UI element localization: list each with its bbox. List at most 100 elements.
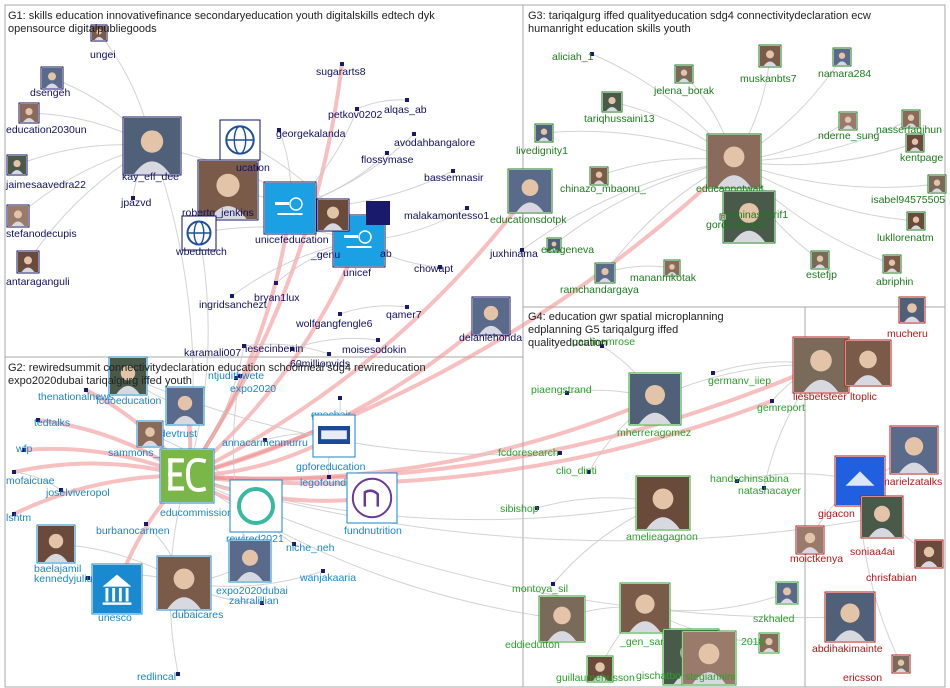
node-gpforeducation[interactable]: gpforeducation xyxy=(296,414,366,473)
node-aminasherif1[interactable]: aminasherif1 xyxy=(722,190,788,244)
node-education2030un[interactable]: education2030un xyxy=(6,102,87,136)
node-wanjakaaria[interactable]: wanjakaaria xyxy=(299,569,356,584)
node-jaimesaavedra22[interactable]: jaimesaavedra22 xyxy=(5,154,86,191)
node-sammons_[interactable]: sammons_ xyxy=(108,420,164,459)
node-thenationalnews[interactable]: thenationalnews xyxy=(38,388,114,403)
node-joselviveropol[interactable]: joselviveropol xyxy=(45,487,110,499)
node-fundnutrition[interactable]: fundnutrition xyxy=(344,472,402,537)
node-chinazo_mbaonu_[interactable]: chinazo_mbaonu_ xyxy=(560,166,646,195)
node-sugararts8[interactable]: sugararts8 xyxy=(316,62,366,78)
node-montoya_sil[interactable]: montoya_sil xyxy=(512,582,568,595)
node-sibishop[interactable]: sibishop xyxy=(500,503,539,515)
node-lukllorenatm[interactable]: lukllorenatm xyxy=(877,211,934,244)
node-tariqhussaini13[interactable]: tariqhussaini13 xyxy=(584,91,655,125)
node-georgekalanda[interactable]: georgekalanda xyxy=(276,128,346,140)
node-nasserfaqihun[interactable]: nasserfaqihun xyxy=(876,109,942,136)
node-ramchandargaya[interactable]: ramchandargaya xyxy=(560,262,639,296)
node-burbanocarmen[interactable]: burbanocarmen xyxy=(96,522,170,537)
node-alqas_ab[interactable]: alqas_ab xyxy=(384,98,427,116)
node-60millionvids[interactable]: 60millionvids xyxy=(290,352,350,370)
node-karamali007[interactable]: karamali007 xyxy=(184,344,246,359)
node-annacarmenmurru[interactable]: annacarmenmurru xyxy=(222,437,308,449)
node-legofound[interactable]: legofound xyxy=(300,475,346,489)
node-handschinsabina[interactable]: handschinsabina xyxy=(710,473,789,485)
node-nderne_sung[interactable]: nderne_sung xyxy=(818,111,879,142)
node-rewired2021[interactable]: rewired2021 xyxy=(226,479,284,545)
node-educannotwait[interactable]: educannotwait xyxy=(696,133,764,195)
node-ab[interactable]: ab xyxy=(366,201,392,260)
node-chowapt[interactable]: chowapt xyxy=(414,263,453,275)
node-namara284[interactable]: namara284 xyxy=(818,47,871,80)
node-stegiannini[interactable]: stegiannini xyxy=(681,630,737,686)
node-ingridsanchezt[interactable]: ingridsanchezt xyxy=(199,294,267,311)
node-ucation[interactable]: ucation xyxy=(219,119,270,174)
node-bassemnasir[interactable]: bassemnasir xyxy=(424,169,484,184)
node-gordonbrown[interactable]: gordonbrown xyxy=(706,213,767,231)
node-germanv_iiep[interactable]: germanv_iiep xyxy=(708,371,771,387)
node-mucheru[interactable]: mucheru xyxy=(887,296,928,340)
node-ericsson[interactable]: ericsson xyxy=(843,654,911,684)
node-abriphin[interactable]: abriphin xyxy=(876,254,914,288)
node-robertg_jenkins[interactable]: robertg_jenkins xyxy=(182,159,259,221)
node-piaengstrand[interactable]: piaengstrand xyxy=(531,384,592,396)
node-ltoplic[interactable]: ltoplic xyxy=(844,339,892,403)
node-petkov0202[interactable]: petkov0202 xyxy=(328,107,382,121)
node-dsengeh[interactable]: dsengeh xyxy=(30,66,70,99)
node-redlincal[interactable]: redlincal xyxy=(137,671,180,683)
node-lshtm[interactable]: lshtm xyxy=(6,512,31,524)
node-moictkenya[interactable]: moictkenya xyxy=(790,525,843,565)
node-zahralillian[interactable]: zahralillian xyxy=(229,595,279,607)
node-avodahbangalore[interactable]: avodahbangalore xyxy=(394,132,475,149)
node-flossymase[interactable]: flossymase xyxy=(361,151,414,166)
node-malakamontesso1[interactable]: malakamontesso1 xyxy=(404,206,489,222)
node-wolfgangfengle6[interactable]: wolfgangfengle6 xyxy=(295,312,373,330)
node-tedtalks[interactable]: tedtalks xyxy=(34,417,70,429)
node-marielzatalks[interactable]: marielzatalks xyxy=(881,425,942,488)
node-fcdoresearch[interactable]: fcdoresearch xyxy=(498,447,562,459)
node-moisesodokin[interactable]: moisesodokin xyxy=(342,338,406,356)
node-baelajamil[interactable]: baelajamil xyxy=(34,524,81,575)
node-wfp[interactable]: wfp xyxy=(15,443,33,455)
node-liesbetsteer[interactable]: liesbetsteer xyxy=(792,336,850,403)
node-chrisfabian[interactable]: chrisfabian xyxy=(866,539,944,584)
node-clio_dinti[interactable]: clio_dinti xyxy=(556,465,597,477)
node-paulinemrose[interactable]: paulinemrose xyxy=(572,336,635,348)
node-iesecinbenin[interactable]: iesecinbenin xyxy=(245,343,304,355)
node-kentpage[interactable]: kentpage xyxy=(900,133,943,164)
node-delaniehonda[interactable]: delaniehonda xyxy=(459,296,522,344)
node-natashacayer[interactable]: natashacayer xyxy=(738,485,802,497)
node-livedignity1[interactable]: livedignity1 xyxy=(516,123,568,157)
node-expo2020dubai[interactable]: expo2020dubai xyxy=(216,539,288,597)
node-amelieagagnon[interactable]: amelieagagnon xyxy=(626,475,698,543)
node-guillaumehusson[interactable]: guillaumehusson xyxy=(556,655,635,684)
node-eddiedutton[interactable]: eddiedutton xyxy=(505,595,586,651)
node-educommission[interactable]: educommission xyxy=(159,448,233,519)
node-2018[interactable]: 2018 xyxy=(741,632,780,654)
node-estefjp[interactable]: estefjp xyxy=(806,250,837,281)
node-gemreport[interactable]: gemreport xyxy=(757,399,805,414)
node-mananmkotak[interactable]: mananmkotak xyxy=(630,259,697,284)
node-szkhaled[interactable]: szkhaled xyxy=(753,581,799,625)
node-antaraganguli[interactable]: antaraganguli xyxy=(6,250,70,288)
node-ecwgeneva[interactable]: ecwgeneva xyxy=(541,237,594,256)
node-wbedutech[interactable]: wbedutech xyxy=(175,215,227,258)
node-_genu[interactable]: _genu xyxy=(310,198,350,261)
node-mofaicuae[interactable]: mofaicuae xyxy=(6,470,55,487)
node-juxhinama[interactable]: juxhinama xyxy=(489,248,538,260)
node-niche_neh[interactable]: niche_neh xyxy=(286,542,335,554)
node-ungei[interactable]: ungei xyxy=(90,24,116,61)
node-abdihakimainte[interactable]: abdihakimainte xyxy=(812,591,883,655)
node-jelena_borak[interactable]: jelena_borak xyxy=(653,64,715,97)
node-educationsdotpk[interactable]: educationsdotpk xyxy=(490,168,567,226)
node-fcdoeducation[interactable]: fcdoeducation xyxy=(96,356,162,407)
node-muskanbts7[interactable]: muskanbts7 xyxy=(740,44,797,85)
node-qamer7[interactable]: qamer7 xyxy=(386,305,422,321)
node-isabel94575505[interactable]: isabel94575505 xyxy=(871,174,947,206)
node-unesco[interactable]: unesco xyxy=(91,563,143,624)
node-stefanodecupis[interactable]: stefanodecupis xyxy=(6,204,77,240)
node-soniaa4ai[interactable]: soniaa4ai xyxy=(850,495,904,558)
node-expo2020[interactable]: expo2020 xyxy=(230,374,276,395)
node-_gen_sam[interactable]: _gen_sam xyxy=(619,582,671,648)
node-bryan1lux[interactable]: bryan1lux xyxy=(254,281,300,304)
node-dubaicares[interactable]: dubaicares xyxy=(156,555,223,621)
